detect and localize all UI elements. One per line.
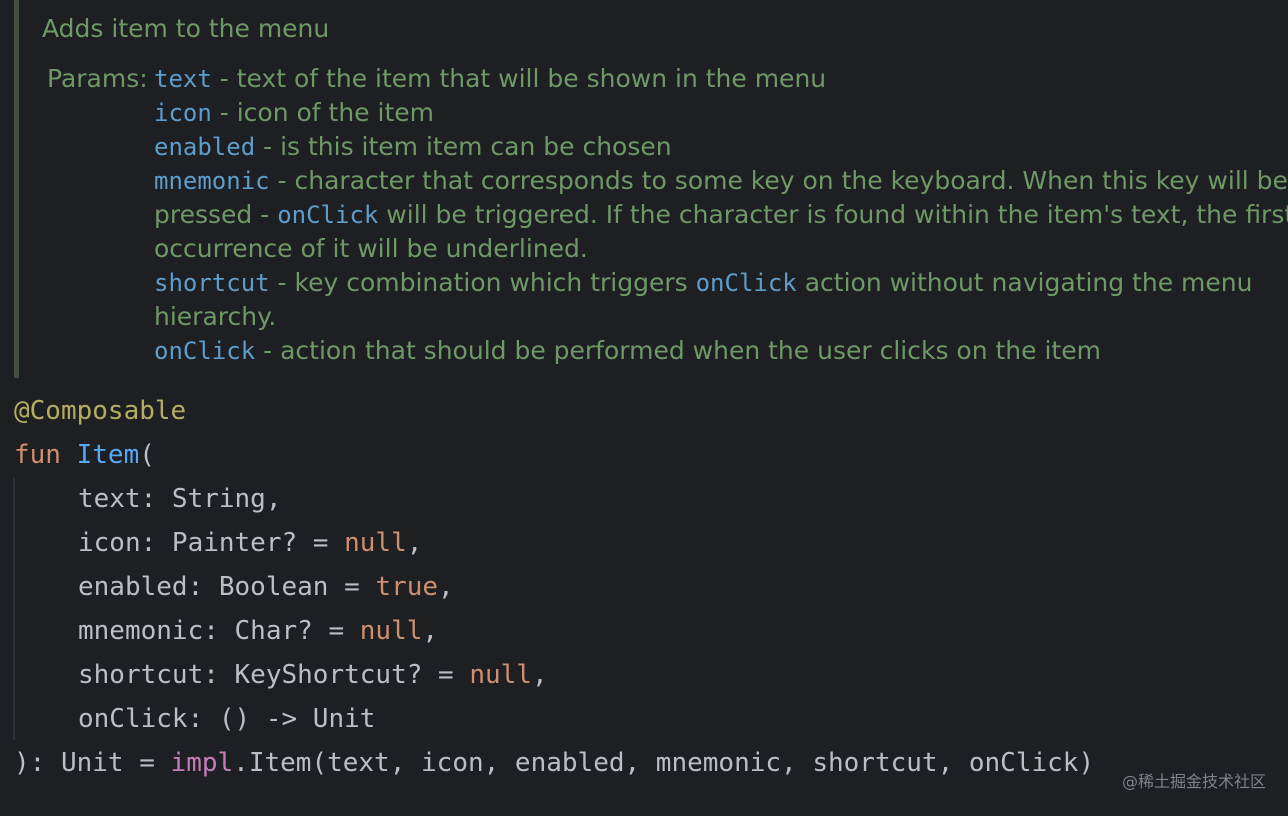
impl-token: impl [170,748,234,778]
code-line-param[interactable]: text: String, [14,477,282,521]
doc-param-mnemonic-cont: occurrence of it will be underlined. [154,232,588,266]
comma-token: , [438,572,454,602]
doc-param-onclick: onClick - action that should be performe… [154,334,1101,368]
doc-param-shortcut: shortcut - key combination which trigger… [154,266,1252,300]
doc-param-shortcut-cont: hierarchy. [154,300,276,334]
doc-param-name: text [154,65,212,93]
code-line-fun-signature[interactable]: fun Item( [14,433,155,477]
default-literal-token: null [344,528,407,558]
doc-param-desc: will be triggered. If the character is f… [378,200,1288,229]
param-decl-token: shortcut: KeyShortcut? = [78,660,470,690]
doc-param-mnemonic-cont: pressed - onClick will be triggered. If … [154,198,1288,232]
doc-code-ref: onClick [695,269,797,297]
doc-param-icon: icon - icon of the item [154,96,434,130]
comma-token: , [265,484,282,514]
doc-param-desc: - icon of the item [211,98,434,127]
return-prefix-token: ): Unit = [14,748,171,778]
call-token: .Item(text, icon, enabled, mnemonic, sho… [233,748,1095,778]
doc-param-desc: - character that corresponds to some key… [269,166,1288,195]
comma-token: , [422,616,439,646]
param-decl-token: mnemonic: Char? = [78,616,360,646]
doc-param-name: icon [154,99,212,127]
param-decl-token: icon: Painter? = [78,528,345,558]
rendered-doc-comment: Adds item to the menu Params: text - tex… [0,0,1288,380]
param-decl-token: onClick: () -> Unit [78,704,376,734]
comma-token: , [531,660,548,690]
doc-summary: Adds item to the menu [42,14,330,43]
doc-param-desc: - key combination which triggers [269,268,696,297]
doc-code-ref: onClick [277,201,379,229]
param-decl-token: text: String [78,484,266,514]
code-line-param[interactable]: shortcut: KeyShortcut? = null, [14,653,548,697]
indent-guide [13,478,15,740]
code-line-return[interactable]: ): Unit = impl.Item(text, icon, enabled,… [14,741,1094,785]
doc-param-name: shortcut [154,269,270,297]
doc-param-desc: hierarchy. [154,302,277,331]
keyword-token: fun [14,440,61,470]
doc-param-name: mnemonic [154,167,270,195]
doc-param-desc: occurrence of it will be underlined. [154,234,588,263]
doc-params-label: Params: [47,64,148,93]
code-line-annotation[interactable]: @Composable [14,389,186,433]
doc-param-name: onClick [154,337,256,365]
code-line-param[interactable]: onClick: () -> Unit [14,697,375,741]
doc-param-name: enabled [154,133,256,161]
param-decl-token: enabled: Boolean = [78,572,376,602]
default-literal-token: null [359,616,423,646]
code-line-param[interactable]: enabled: Boolean = true, [14,565,454,609]
comma-token: , [406,528,423,558]
doc-comment-gutter-bar [14,0,19,378]
doc-param-enabled: enabled - is this item item can be chose… [154,130,672,164]
code-line-param[interactable]: mnemonic: Char? = null, [14,609,438,653]
doc-param-desc: - action that should be performed when t… [255,336,1101,365]
function-name-token: Item [76,440,140,470]
doc-param-desc: - text of the item that will be shown in… [211,64,827,93]
default-literal-token: null [469,660,532,690]
doc-param-desc: - is this item item can be chosen [255,132,672,161]
doc-param-mnemonic: mnemonic - character that corresponds to… [154,164,1288,198]
code-line-param[interactable]: icon: Painter? = null, [14,521,422,565]
annotation-token: @Composable [14,396,187,426]
default-literal-token: true [375,572,439,602]
watermark: @稀土掘金技术社区 [1121,772,1266,791]
doc-param-text: text - text of the item that will be sho… [154,62,826,96]
doc-param-desc: action without navigating the menu [796,268,1253,297]
doc-param-desc: pressed - [154,200,278,229]
paren-token: ( [139,440,155,470]
